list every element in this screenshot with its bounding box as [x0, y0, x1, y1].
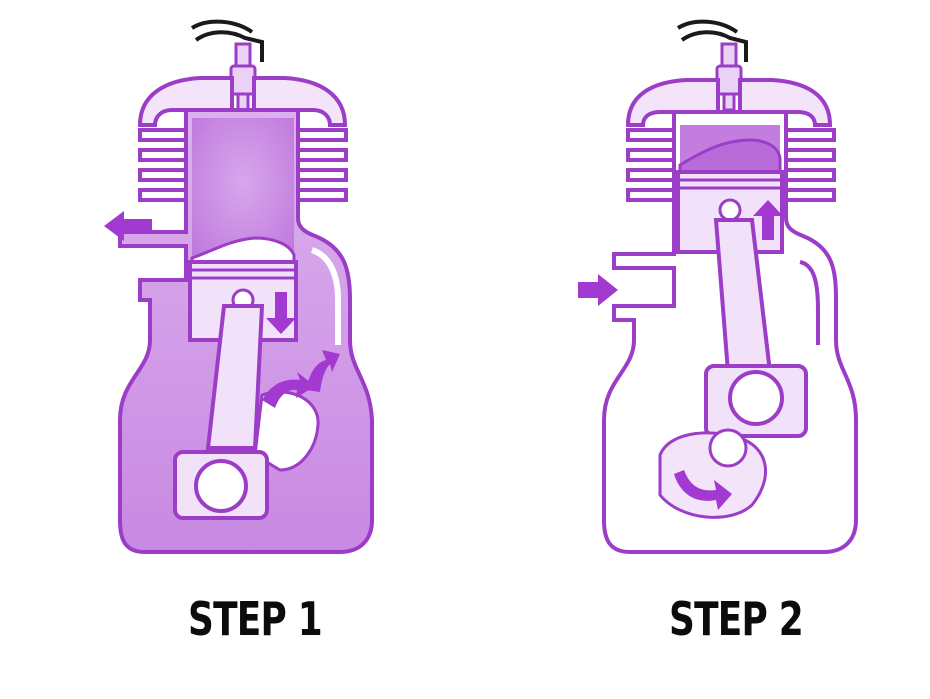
- cooling-fins-left: [626, 128, 676, 202]
- crank-rotation-arrow: [674, 470, 732, 510]
- cylinder-head: [137, 76, 234, 127]
- crank-web: [253, 390, 320, 472]
- crankcase-arrow-2: [306, 350, 340, 392]
- step-1-label: STEP 1: [188, 592, 323, 646]
- cooling-fins-right: [784, 128, 836, 202]
- engine-step-1: [104, 19, 374, 554]
- transfer-port: [310, 247, 341, 345]
- crank-big-end: [704, 364, 808, 438]
- step-2-label: STEP 2: [669, 592, 804, 646]
- crank-big-end: [173, 450, 269, 520]
- cooling-fins-left: [138, 128, 188, 202]
- engine-step-2: [578, 19, 858, 554]
- combustion-chamber: [192, 118, 294, 262]
- piston-up-arrow: [753, 200, 783, 240]
- intake-arrow: [578, 274, 618, 306]
- wrist-pin: [718, 198, 742, 222]
- piston-down-arrow: [266, 292, 296, 334]
- cooling-fins-right: [296, 128, 348, 202]
- transfer-port: [799, 260, 820, 345]
- exhaust-arrow: [104, 211, 152, 241]
- spark-plug: [715, 42, 743, 112]
- crankcase-arrow-1: [262, 372, 315, 408]
- spark-plug-wire: [194, 30, 264, 62]
- spark-plug: [229, 42, 257, 112]
